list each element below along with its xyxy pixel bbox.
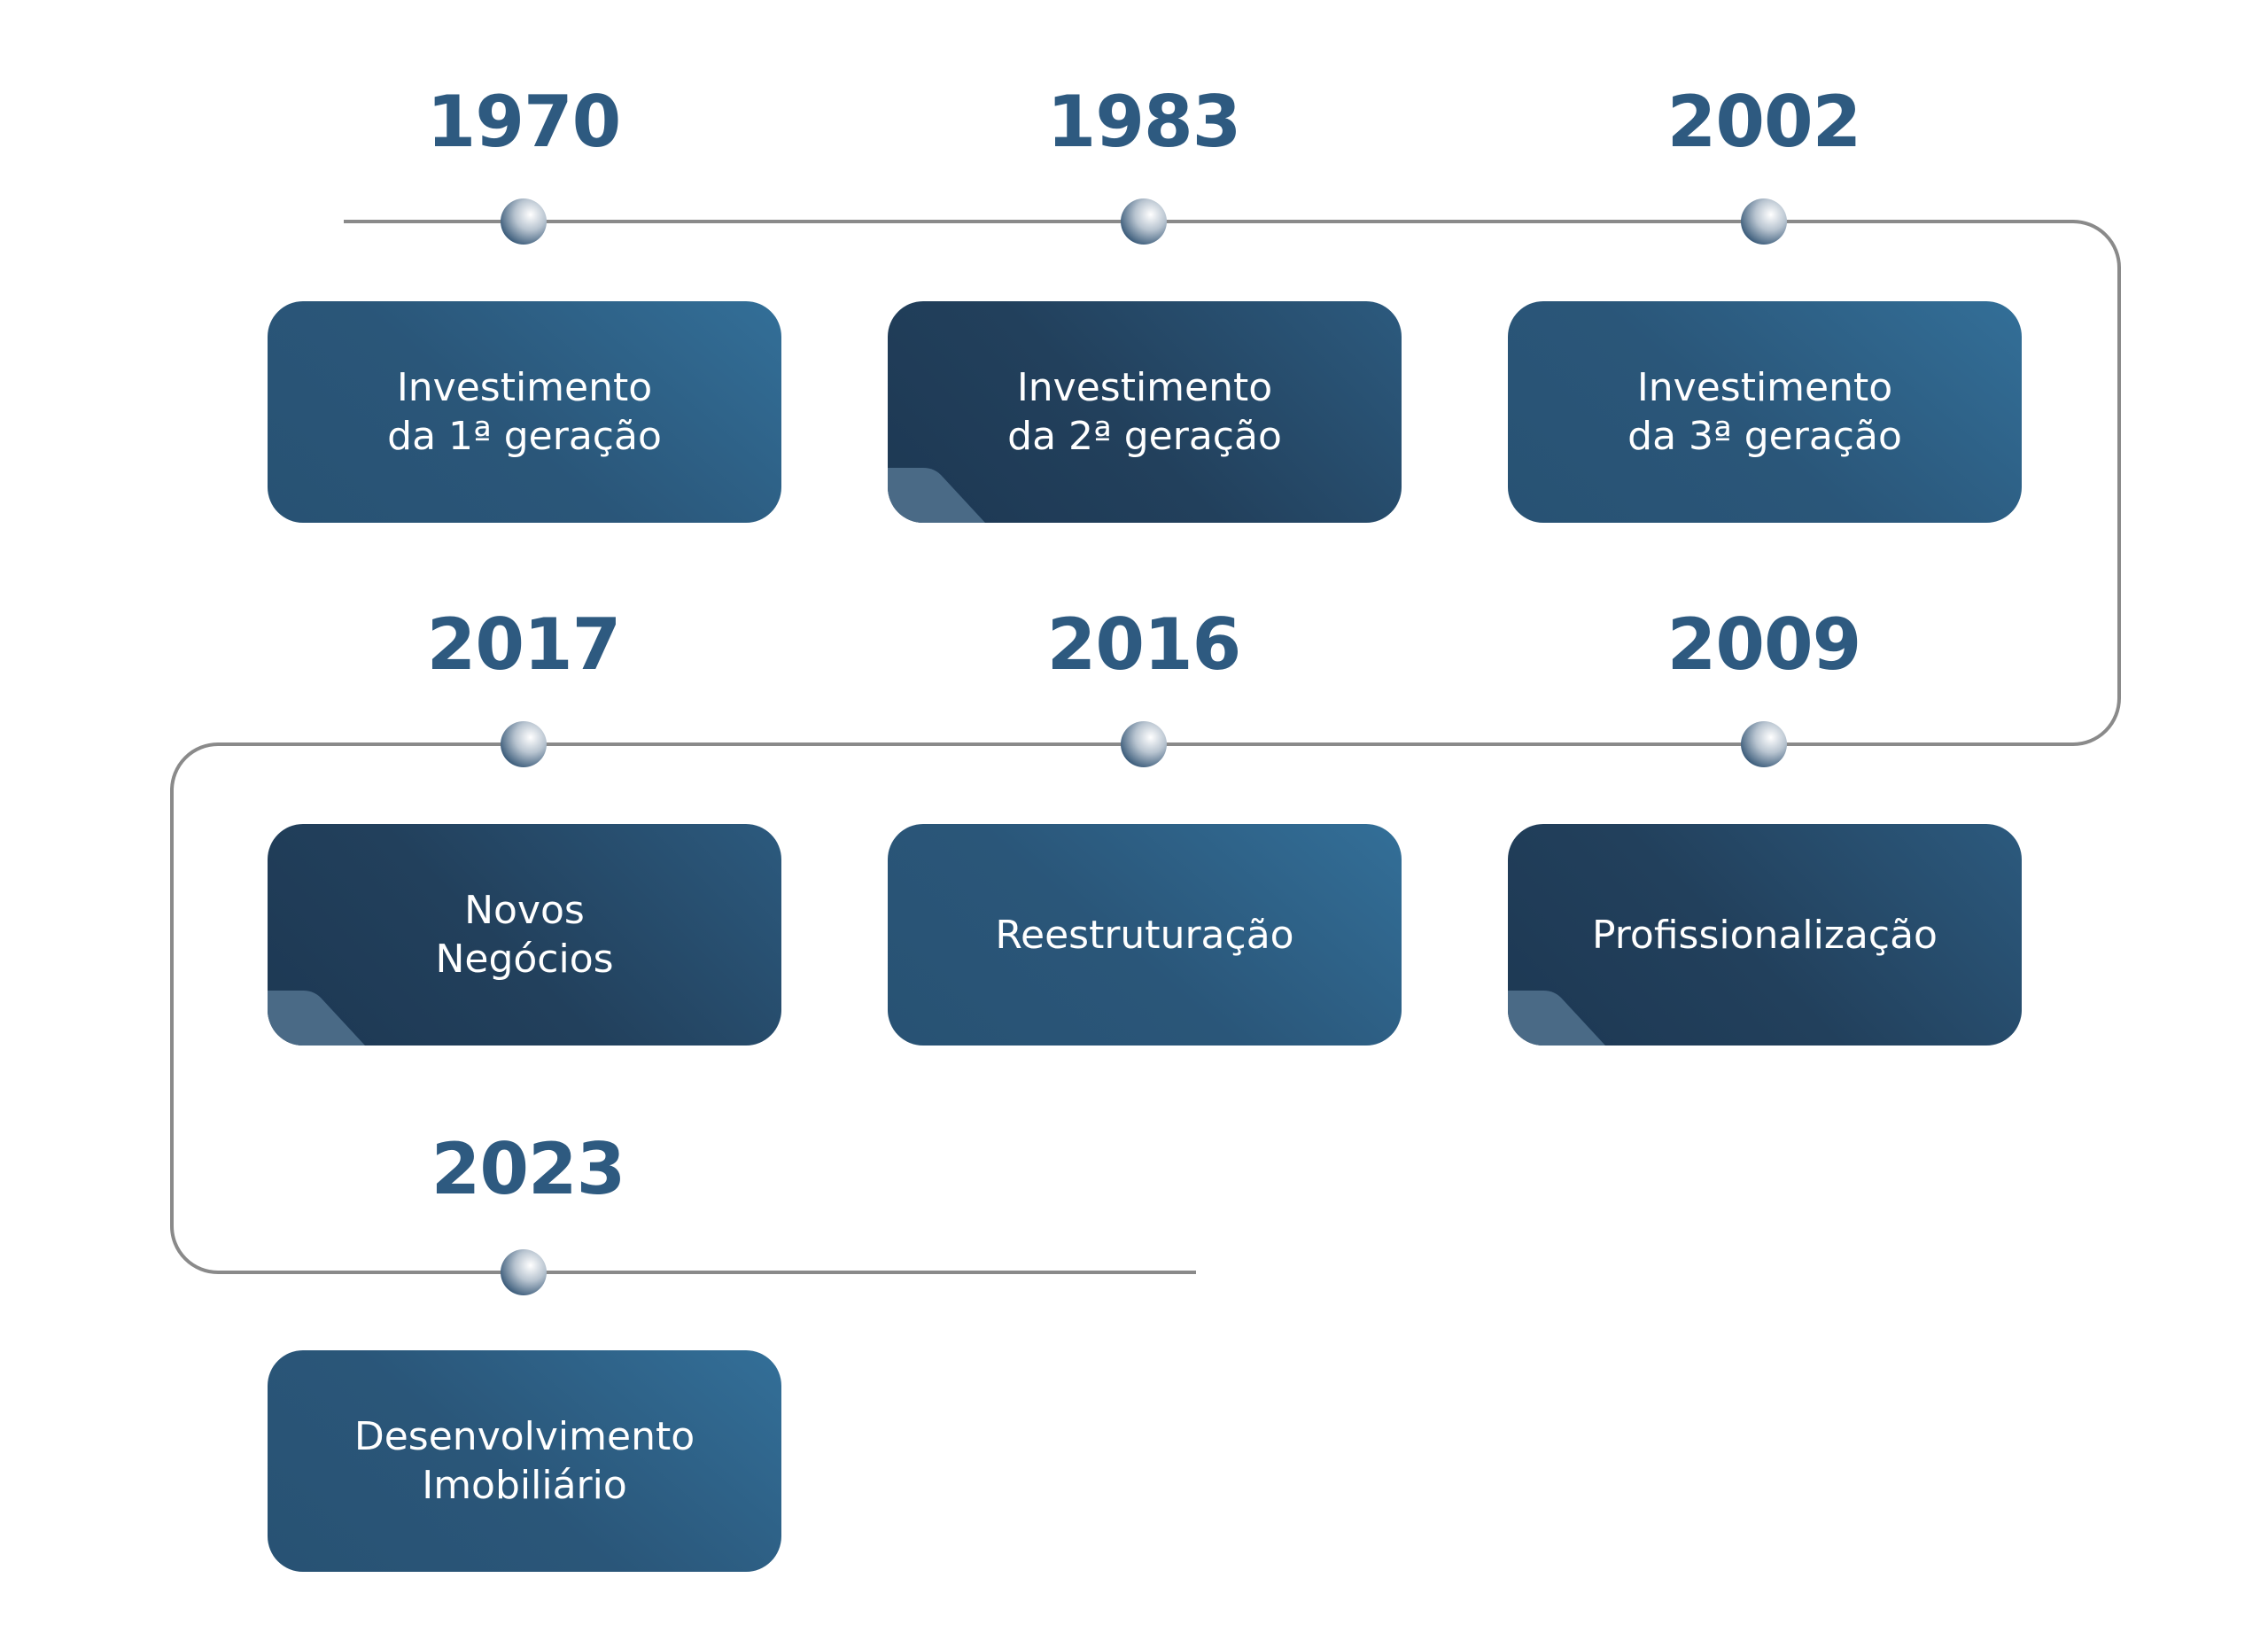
milestone-dot-2002 xyxy=(1741,198,1787,245)
milestone-dot-2016 xyxy=(1121,721,1167,767)
milestone-year-2002: 2002 xyxy=(1666,81,1862,163)
milestone-label-2002: Investimento da 3ª geração xyxy=(1627,365,1902,459)
milestone-label-2009: Profissionalização xyxy=(1592,912,1938,958)
milestone-label-1983: Investimento da 2ª geração xyxy=(1007,365,1282,459)
milestone-year-1983: 1983 xyxy=(1046,81,1242,163)
milestone-card-2009: Profissionalização xyxy=(1508,824,2022,1046)
milestone-dot-2009 xyxy=(1741,721,1787,767)
milestone-dot-1970 xyxy=(501,198,547,245)
milestone-card-1970: Investimento da 1ª geração xyxy=(268,301,781,523)
milestone-card-2002: Investimento da 3ª geração xyxy=(1508,301,2022,523)
milestone-label-2023: Desenvolvimento Imobiliário xyxy=(353,1414,695,1508)
card-corner-fold xyxy=(888,468,985,523)
milestone-year-1970: 1970 xyxy=(426,81,622,163)
milestone-year-2009: 2009 xyxy=(1666,603,1862,686)
milestone-card-2016: Reestruturação xyxy=(888,824,1402,1046)
card-corner-fold xyxy=(1508,991,1605,1046)
milestone-label-2017: Novos Negócios xyxy=(435,888,614,982)
milestone-card-1983: Investimento da 2ª geração xyxy=(888,301,1402,523)
milestone-year-2017: 2017 xyxy=(426,603,622,686)
card-corner-fold xyxy=(268,991,365,1046)
milestone-year-2016: 2016 xyxy=(1046,603,1242,686)
milestone-card-2017: Novos Negócios xyxy=(268,824,781,1046)
milestone-dot-1983 xyxy=(1121,198,1167,245)
milestone-dot-2023 xyxy=(501,1249,547,1295)
milestone-label-1970: Investimento da 1ª geração xyxy=(387,365,662,459)
milestone-year-2023: 2023 xyxy=(431,1128,626,1210)
milestone-card-2023: Desenvolvimento Imobiliário xyxy=(268,1350,781,1572)
milestone-label-2016: Reestruturação xyxy=(995,912,1294,958)
milestone-dot-2017 xyxy=(501,721,547,767)
